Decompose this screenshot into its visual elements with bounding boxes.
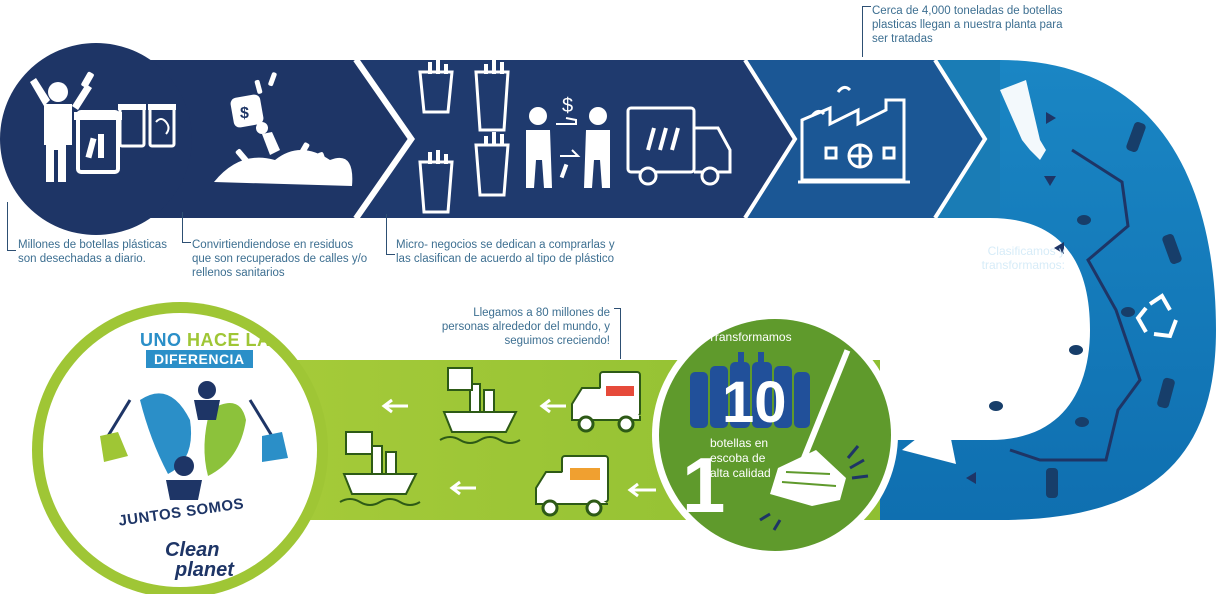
step5-line3: botellas= fibra [989, 272, 1065, 286]
people-group-icon [100, 381, 288, 500]
step5-text: Clasificamos y transformamos: botellas= … [940, 244, 1065, 300]
step5-line2: transformamos: [981, 258, 1065, 272]
step5-line1: Clasificamos y [987, 244, 1065, 258]
logo-line2: planet [175, 559, 234, 581]
bottle-pile-icon: $ [214, 72, 353, 186]
badge-line2: DIFERENCIA [146, 350, 253, 368]
person-recycling-icon [30, 71, 94, 182]
step4-text: Cerca de 4,000 toneladas de botellas pla… [872, 5, 1063, 45]
trash-bins-icon [74, 104, 176, 174]
step6-big-number: 10 [722, 370, 787, 435]
truck-icon [626, 106, 732, 186]
factory-icon [798, 85, 910, 184]
bottle-bins-icon [418, 70, 510, 214]
step6-heading: Transformamos [708, 330, 792, 344]
bottles-cluster-icon [690, 352, 810, 428]
small-broom-icon [902, 413, 972, 464]
broom-icon [759, 349, 869, 531]
step1-text: Millones de botellas plásticas son desec… [18, 239, 167, 265]
sorting-path [1009, 148, 1142, 462]
step2-text: Convirtiendiendose en residuos que son r… [192, 239, 368, 279]
svg-text:$: $ [240, 105, 249, 122]
band-segment-3 [360, 60, 795, 218]
band-segment-4b [935, 60, 1000, 218]
step7-text: Llegamos a 80 millones de personas alred… [441, 307, 610, 347]
band-uturn [860, 60, 1216, 520]
trade-icon: $ [526, 95, 610, 188]
ship-icon [339, 431, 421, 506]
recycle-icon [1135, 293, 1178, 339]
badge-line1-a: UNO [140, 330, 182, 350]
step3-text: Micro- negocios se dedican a comprarlas … [396, 239, 615, 265]
svg-text:$: $ [562, 95, 573, 117]
step6-small-number: 1 [682, 441, 725, 529]
step5-line4: tapón y etiqueta= base [943, 286, 1065, 300]
badge-line1: UNO HACE LA [140, 330, 271, 351]
logo-line1: Clean [165, 539, 220, 561]
bottle-icon [1000, 80, 1046, 160]
ship-icon [439, 367, 521, 444]
clean-planet-logo: Clean planet [165, 540, 234, 580]
delivery-truck-icon [535, 455, 609, 517]
arrow-left-icon [381, 398, 656, 498]
delivery-truck-icon [571, 371, 641, 433]
step6-middle: botellas en escoba de alta calidad [710, 436, 771, 480]
badge-line1-b: HACE LA [187, 330, 271, 350]
